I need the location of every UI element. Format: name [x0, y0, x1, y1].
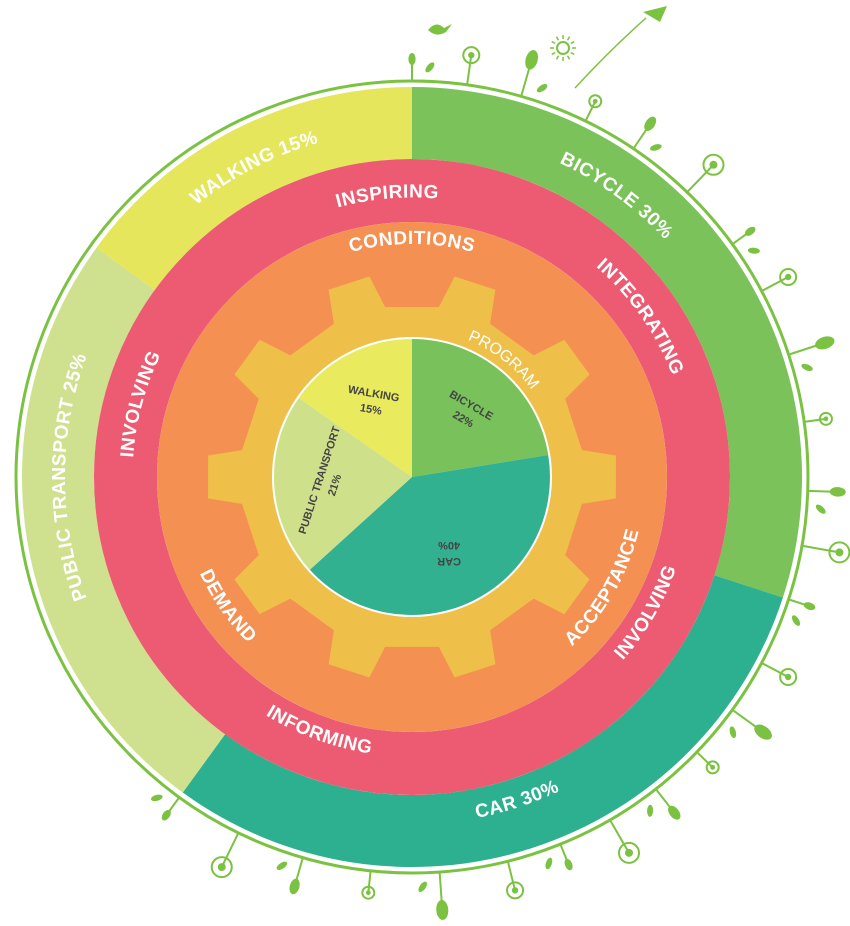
plant-icon — [418, 871, 449, 920]
plant-icon — [788, 336, 835, 372]
plant-icon — [632, 116, 662, 151]
flower-icon — [801, 541, 850, 564]
second-ring-actions — [94, 159, 730, 795]
second-ring-band — [94, 159, 730, 795]
svg-text:40%: 40% — [438, 539, 460, 551]
inner-pie-chart — [272, 337, 552, 617]
plant-icon — [731, 226, 760, 254]
flower-icon — [761, 662, 798, 686]
decorative-plants-border — [14, 6, 850, 920]
pie-slice-walking — [298, 339, 412, 477]
pie-label: CAR 40% — [437, 539, 461, 567]
pie-slice-bicycle — [412, 339, 549, 477]
plant-icon — [647, 788, 681, 820]
bird-icon — [428, 24, 452, 35]
plant-icon — [150, 794, 181, 821]
outer-ring-transport-share — [21, 87, 802, 867]
flower-icon — [584, 94, 603, 122]
sun-icon — [550, 35, 576, 61]
pie-slice-public-transport — [274, 398, 412, 570]
flower-icon — [609, 819, 640, 864]
pie-slice-car — [309, 454, 550, 616]
outer-segment-public — [21, 247, 226, 793]
outer-segment-walking — [96, 87, 413, 291]
kite-icon — [574, 6, 667, 89]
outer-segment-bicycle — [412, 87, 802, 598]
plant-icon — [807, 487, 846, 514]
plant-icon — [788, 598, 816, 626]
flower-icon — [361, 870, 376, 900]
flower-icon — [686, 153, 725, 193]
flower-icon — [804, 411, 833, 426]
outer-segment-car — [182, 575, 783, 867]
plant-icon — [729, 708, 772, 740]
plant-icon — [520, 50, 548, 97]
flower-icon — [506, 860, 525, 900]
flower-icon — [210, 832, 240, 879]
flower-icon — [462, 46, 481, 85]
flower-icon — [696, 751, 720, 775]
plant-icon — [276, 857, 304, 895]
plant-icon — [545, 843, 573, 871]
svg-text:CAR: CAR — [437, 555, 461, 567]
plant-icon — [408, 53, 435, 81]
flower-icon — [761, 268, 798, 292]
svg-text:15%: 15% — [359, 402, 383, 418]
